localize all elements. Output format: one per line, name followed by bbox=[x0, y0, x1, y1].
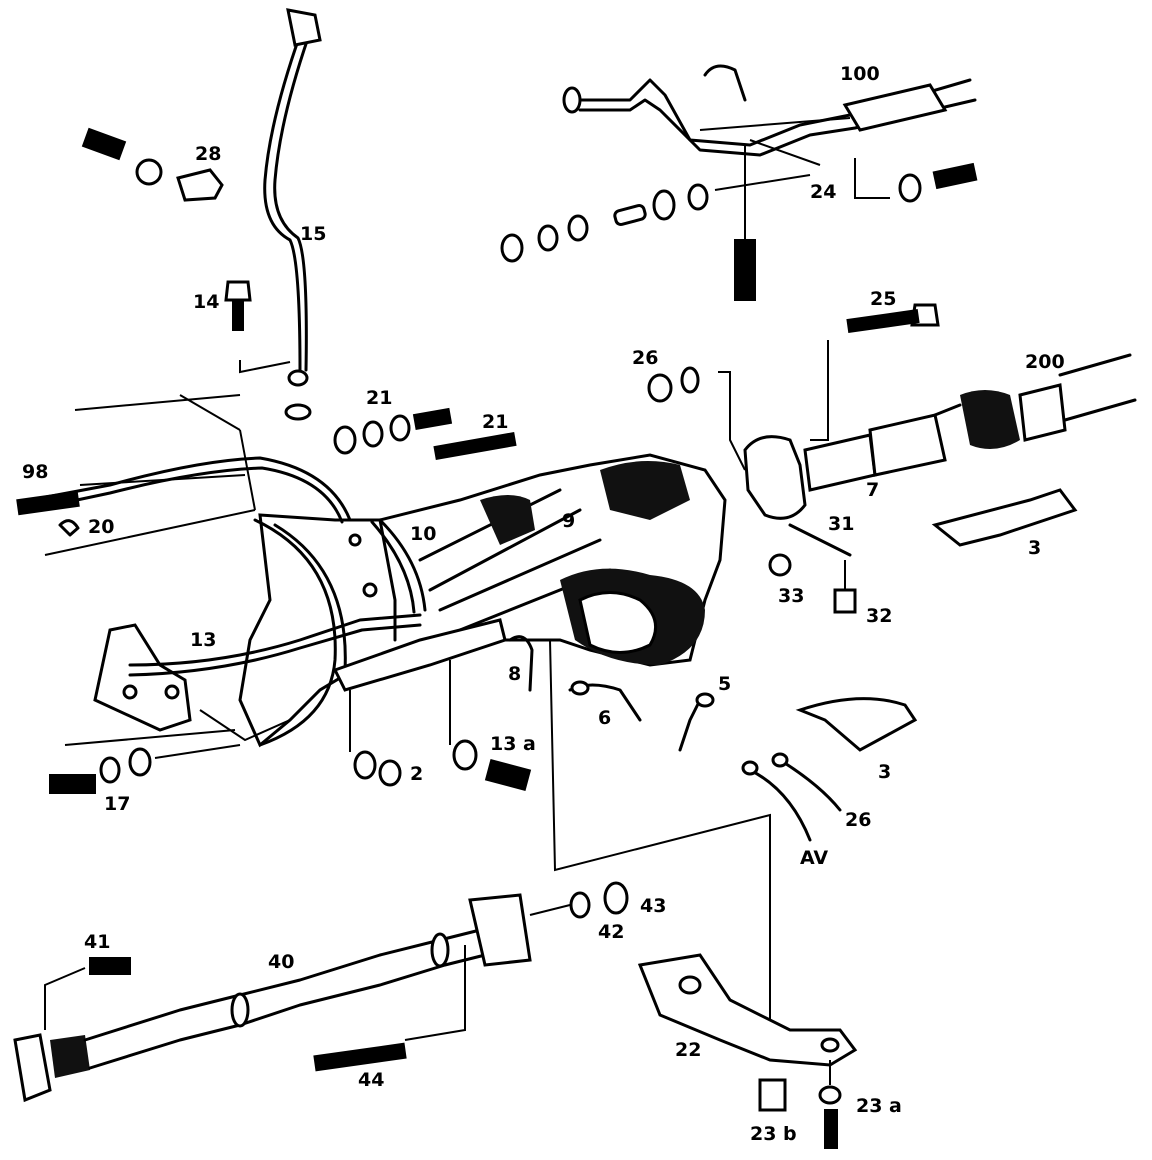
oil-pan bbox=[332, 618, 507, 692]
callout-32: 32 bbox=[866, 605, 892, 627]
callout-100: 100 bbox=[840, 63, 880, 85]
line-10 bbox=[370, 518, 427, 614]
callout-9: 9 bbox=[562, 510, 575, 532]
callout-20: 20 bbox=[88, 516, 114, 538]
callout-15: 15 bbox=[300, 223, 326, 245]
callout-23a: 23 a bbox=[856, 1095, 902, 1117]
cooler-line-98 bbox=[16, 456, 352, 524]
callout-14: 14 bbox=[193, 291, 219, 313]
callout-22: 22 bbox=[675, 1039, 701, 1061]
leader-lines bbox=[549, 639, 771, 1040]
small-lines-8-6-5 bbox=[508, 635, 715, 752]
callout-31: 31 bbox=[828, 513, 854, 535]
callout-42: 42 bbox=[598, 921, 624, 943]
callout-200: 200 bbox=[1025, 351, 1065, 373]
lines-26-av bbox=[741, 752, 842, 842]
bolt-14 bbox=[224, 280, 252, 331]
fasteners-41-44 bbox=[44, 881, 629, 1072]
brace-31-parts bbox=[768, 523, 857, 614]
callout-28: 28 bbox=[195, 143, 221, 165]
callout-26b: 26 bbox=[845, 809, 871, 831]
callout-21a: 21 bbox=[366, 387, 392, 409]
callout-98: 98 bbox=[22, 461, 48, 483]
nuts-26 bbox=[647, 366, 746, 471]
bolt-25 bbox=[810, 303, 940, 441]
callout-43: 43 bbox=[640, 895, 666, 917]
callout-10: 10 bbox=[410, 523, 436, 545]
callout-40: 40 bbox=[268, 951, 294, 973]
callout-26: 26 bbox=[632, 347, 658, 369]
callout-41: 41 bbox=[84, 931, 110, 953]
callout-3a: 3 bbox=[1028, 537, 1041, 559]
callout-8: 8 bbox=[508, 663, 521, 685]
dipstick-tube bbox=[239, 8, 322, 421]
callout-44: 44 bbox=[358, 1069, 384, 1091]
heat-shield-3b bbox=[795, 697, 918, 752]
transmission-housing bbox=[238, 453, 727, 748]
plug-20 bbox=[58, 519, 80, 537]
callout-25: 25 bbox=[870, 288, 896, 310]
callout-7: 7 bbox=[866, 479, 879, 501]
exhaust-pipe-assembly bbox=[562, 64, 977, 166]
front-propshaft-40 bbox=[13, 893, 571, 1103]
callout-23b: 23 b bbox=[750, 1123, 797, 1145]
callout-13: 13 bbox=[190, 629, 216, 651]
callout-labels: 28 15 14 100 24 25 26 200 21 21 98 20 10… bbox=[22, 63, 1065, 1145]
heat-shield-3a bbox=[931, 488, 1078, 547]
fasteners-2-13a-17 bbox=[49, 660, 532, 794]
exhaust-mount-parts bbox=[500, 145, 978, 301]
callout-13a: 13 a bbox=[490, 733, 536, 755]
rear-propshaft-200 bbox=[743, 353, 1137, 520]
callout-5: 5 bbox=[718, 673, 731, 695]
bracket-13 bbox=[93, 613, 422, 742]
washers-21 bbox=[333, 407, 517, 461]
callout-3b: 3 bbox=[878, 761, 891, 783]
clamp-28-group bbox=[81, 127, 224, 202]
crossmember-22 bbox=[637, 953, 858, 1149]
callout-21b: 21 bbox=[482, 411, 508, 433]
callout-17: 17 bbox=[104, 793, 130, 815]
callout-AV: AV bbox=[800, 847, 828, 869]
callout-2: 2 bbox=[410, 763, 423, 785]
callout-24: 24 bbox=[810, 181, 836, 203]
callout-33: 33 bbox=[778, 585, 804, 607]
callout-6: 6 bbox=[598, 707, 611, 729]
